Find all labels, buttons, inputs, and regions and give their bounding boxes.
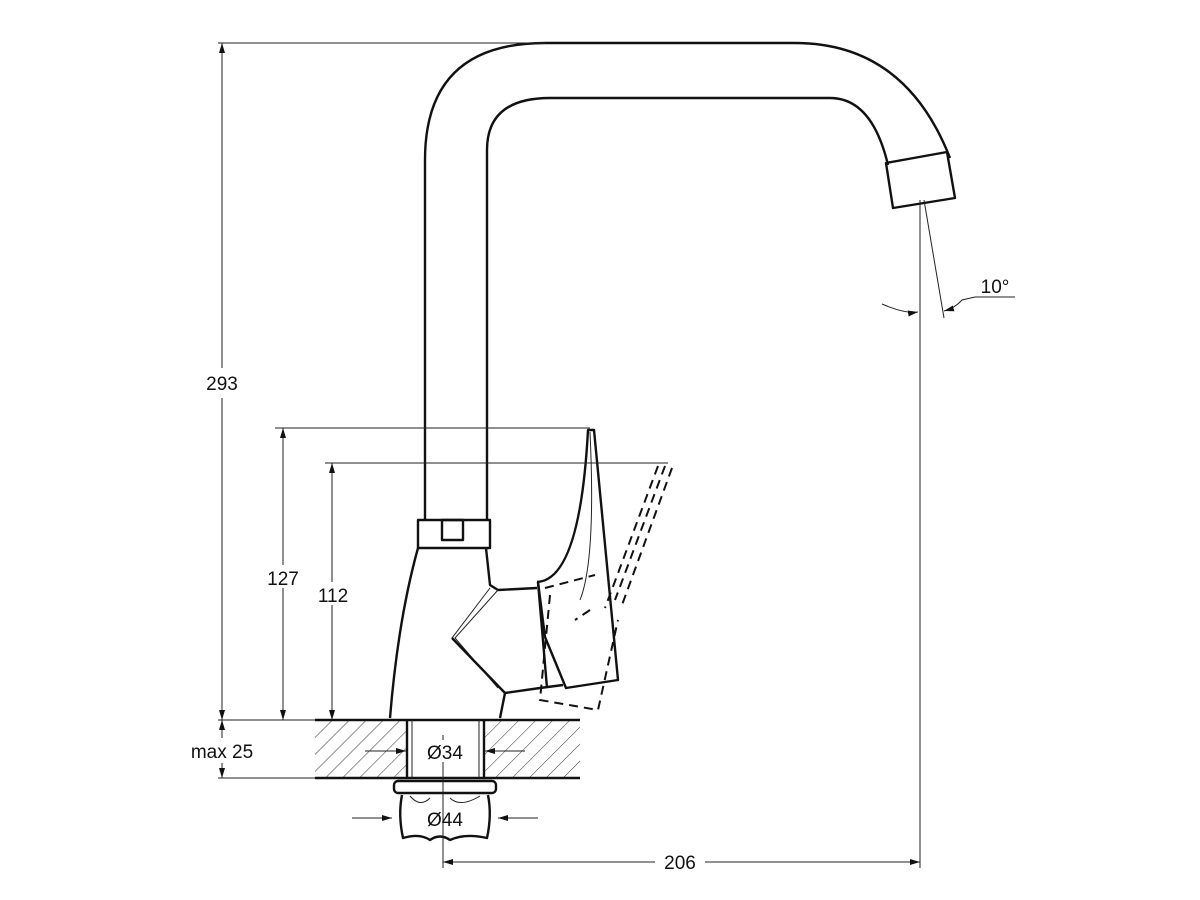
dim-label-max-25: max 25 bbox=[191, 742, 253, 763]
aerator-nozzle bbox=[884, 150, 957, 210]
dim-label-206: 206 bbox=[664, 853, 696, 874]
dim-label-10-deg: 10° bbox=[981, 277, 1010, 298]
lever-handle bbox=[536, 428, 673, 712]
dimension-127: 127 bbox=[267, 427, 590, 720]
mixer-body bbox=[388, 547, 564, 719]
dim-label-127: 127 bbox=[267, 569, 299, 590]
dimension-293: 293 bbox=[206, 42, 545, 720]
dimension-112: 112 bbox=[318, 462, 668, 720]
dim-label-d34: Ø34 bbox=[427, 743, 463, 764]
dimension-d34: Ø34 bbox=[365, 740, 525, 764]
dim-label-112: 112 bbox=[318, 586, 348, 607]
dim-label-d44: Ø44 bbox=[427, 810, 463, 831]
spout bbox=[423, 41, 957, 520]
dimension-max-25: max 25 bbox=[191, 719, 315, 779]
dim-label-293: 293 bbox=[206, 374, 238, 395]
dimension-angle-10: 10° bbox=[881, 199, 1015, 319]
countertop bbox=[315, 718, 580, 780]
collar bbox=[416, 518, 492, 550]
dimension-d44: Ø44 bbox=[352, 810, 538, 831]
dimension-206: 206 bbox=[443, 200, 921, 874]
